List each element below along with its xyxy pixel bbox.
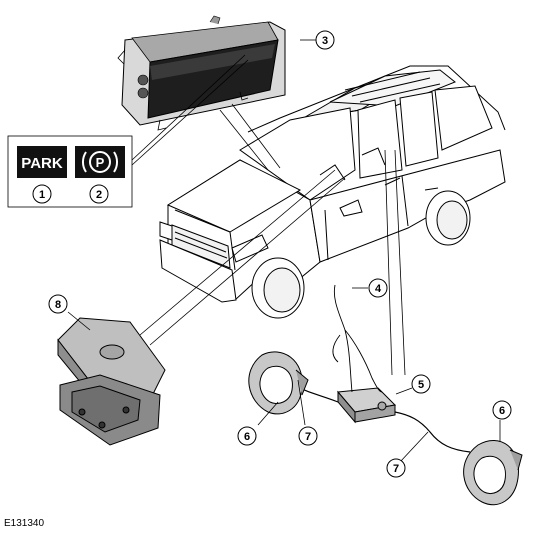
svg-text:7: 7 (393, 463, 399, 475)
figure-reference-code: E131340 (4, 518, 44, 529)
callout-1: 1 (32, 184, 52, 204)
callout-2: 2 (89, 184, 109, 204)
parking-brake-module (337, 387, 397, 424)
svg-text:2: 2 (96, 189, 102, 201)
svg-text:4: 4 (375, 283, 382, 295)
leader-lines (67, 39, 501, 463)
park-brake-lamp-icon (89, 151, 111, 173)
p-symbol-text: P (96, 155, 105, 170)
warning-lamp-panel: PARK P (7, 135, 133, 208)
park-lamp-text: PARK (21, 155, 63, 172)
callout-5: 5 (411, 374, 431, 394)
wiring-harness (332, 284, 383, 393)
callout-7-right: 7 (386, 458, 406, 478)
callout-3: 3 (315, 30, 335, 50)
parking-brake-switch (57, 317, 166, 446)
callout-8: 8 (48, 294, 68, 314)
brake-backing-plate-left (248, 351, 309, 415)
svg-text:5: 5 (418, 379, 424, 391)
svg-text:8: 8 (55, 299, 61, 311)
svg-text:1: 1 (39, 189, 45, 201)
callout-6-left: 6 (237, 426, 257, 446)
svg-text:7: 7 (305, 431, 311, 443)
svg-text:3: 3 (322, 35, 328, 47)
svg-text:6: 6 (499, 405, 505, 417)
instrument-cluster (117, 15, 286, 131)
callout-7-left: 7 (298, 426, 318, 446)
brake-backing-plate-right (463, 440, 523, 506)
callout-4: 4 (368, 278, 388, 298)
callout-6-right: 6 (492, 400, 512, 420)
svg-text:6: 6 (244, 431, 250, 443)
